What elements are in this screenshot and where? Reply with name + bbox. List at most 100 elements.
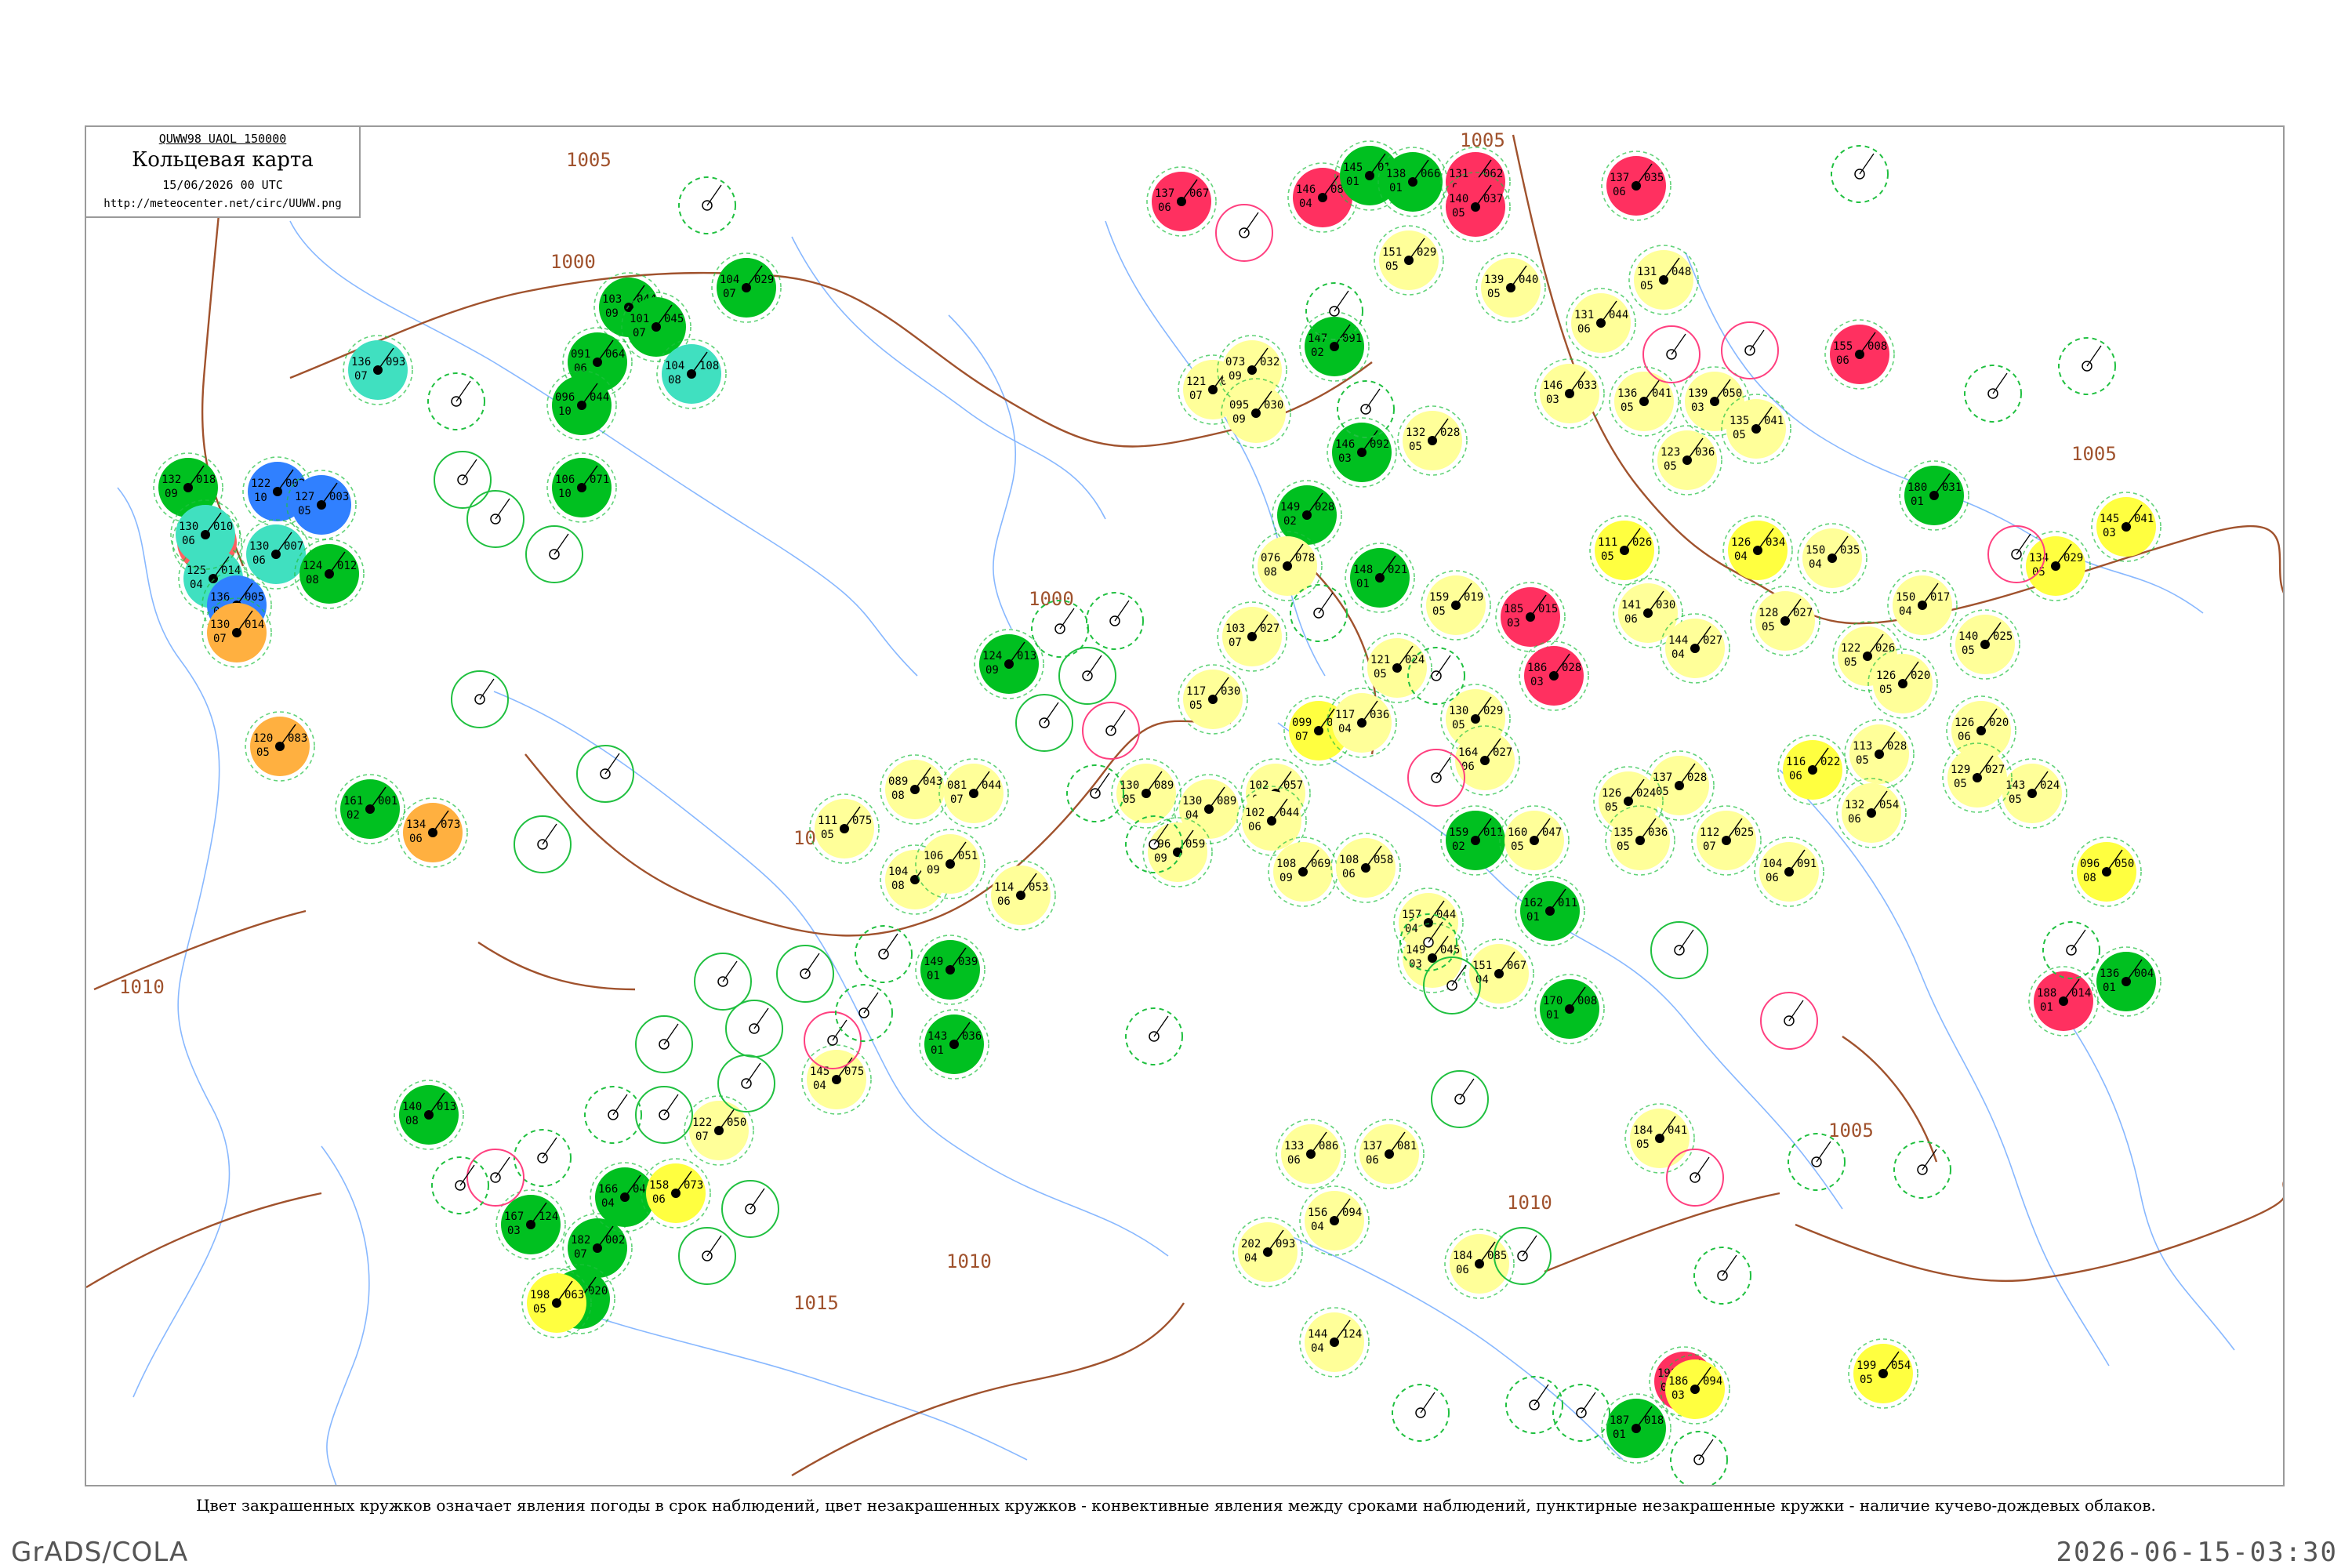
convective-circle[interactable] bbox=[1337, 380, 1395, 438]
convective-circle[interactable] bbox=[678, 176, 736, 234]
convective-circle[interactable] bbox=[1215, 204, 1273, 262]
convective-circle[interactable] bbox=[1423, 956, 1481, 1014]
convective-circle[interactable] bbox=[635, 1015, 693, 1073]
convective-circle[interactable] bbox=[1987, 525, 2045, 583]
convective-circle[interactable] bbox=[434, 451, 492, 509]
convective-circle[interactable] bbox=[1305, 282, 1363, 340]
convective-circle[interactable] bbox=[1015, 694, 1073, 752]
convective-circle[interactable] bbox=[1552, 1384, 1610, 1442]
map-source-url[interactable]: http://meteocenter.net/circ/UUWW.png bbox=[103, 198, 342, 210]
convective-circle[interactable] bbox=[1670, 1431, 1728, 1486]
convective-circle[interactable] bbox=[525, 525, 583, 583]
convective-circle[interactable] bbox=[1788, 1133, 1846, 1191]
convective-circle[interactable] bbox=[1125, 1007, 1183, 1065]
convective-circle[interactable] bbox=[1760, 992, 1818, 1050]
convective-circle[interactable] bbox=[694, 953, 752, 1011]
convective-circle[interactable] bbox=[1693, 1247, 1751, 1305]
convective-circle[interactable] bbox=[776, 945, 834, 1003]
convective-circle[interactable] bbox=[1505, 1376, 1563, 1434]
convective-circle[interactable] bbox=[1058, 647, 1116, 705]
convective-circle[interactable] bbox=[1290, 584, 1348, 642]
convective-circle[interactable] bbox=[466, 490, 524, 548]
convective-circle[interactable] bbox=[678, 1227, 736, 1285]
convective-circle[interactable] bbox=[1407, 647, 1465, 705]
convective-circle[interactable] bbox=[717, 1054, 775, 1112]
convective-circle[interactable] bbox=[1831, 145, 1889, 203]
convective-circle[interactable] bbox=[1407, 749, 1465, 807]
convective-circle[interactable] bbox=[635, 1086, 693, 1144]
convective-circle[interactable] bbox=[1666, 1149, 1724, 1207]
